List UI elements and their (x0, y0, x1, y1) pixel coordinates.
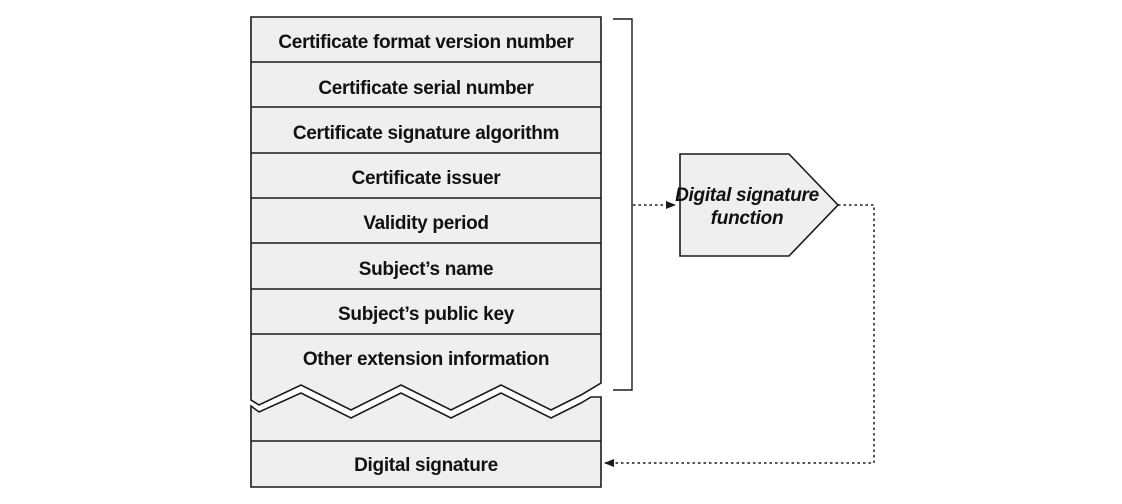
digital-signature-function: Digital signature function (675, 153, 840, 257)
field-validity-period: Validity period (363, 213, 488, 234)
certificate-fields: Certificate format version number Certif… (250, 16, 602, 411)
function-label-line2: function (711, 208, 784, 229)
field-serial-number: Certificate serial number (318, 78, 534, 99)
field-signature-algorithm: Certificate signature algorithm (293, 123, 559, 144)
signature-outline (250, 392, 602, 488)
field-digital-signature: Digital signature (354, 455, 498, 476)
arrow-to-signature (604, 204, 875, 467)
field-subject-public-key: Subject’s public key (338, 304, 515, 325)
field-subject-name: Subject’s name (359, 259, 493, 280)
field-format-version: Certificate format version number (278, 32, 574, 53)
fields-bracket (613, 18, 633, 391)
field-issuer: Certificate issuer (352, 168, 502, 189)
fields-outline (250, 16, 602, 411)
signature-block: Digital signature (250, 392, 602, 488)
function-label-line1: Digital signature (675, 185, 819, 206)
function-shape (679, 153, 840, 257)
field-extension-info: Other extension information (303, 349, 549, 370)
